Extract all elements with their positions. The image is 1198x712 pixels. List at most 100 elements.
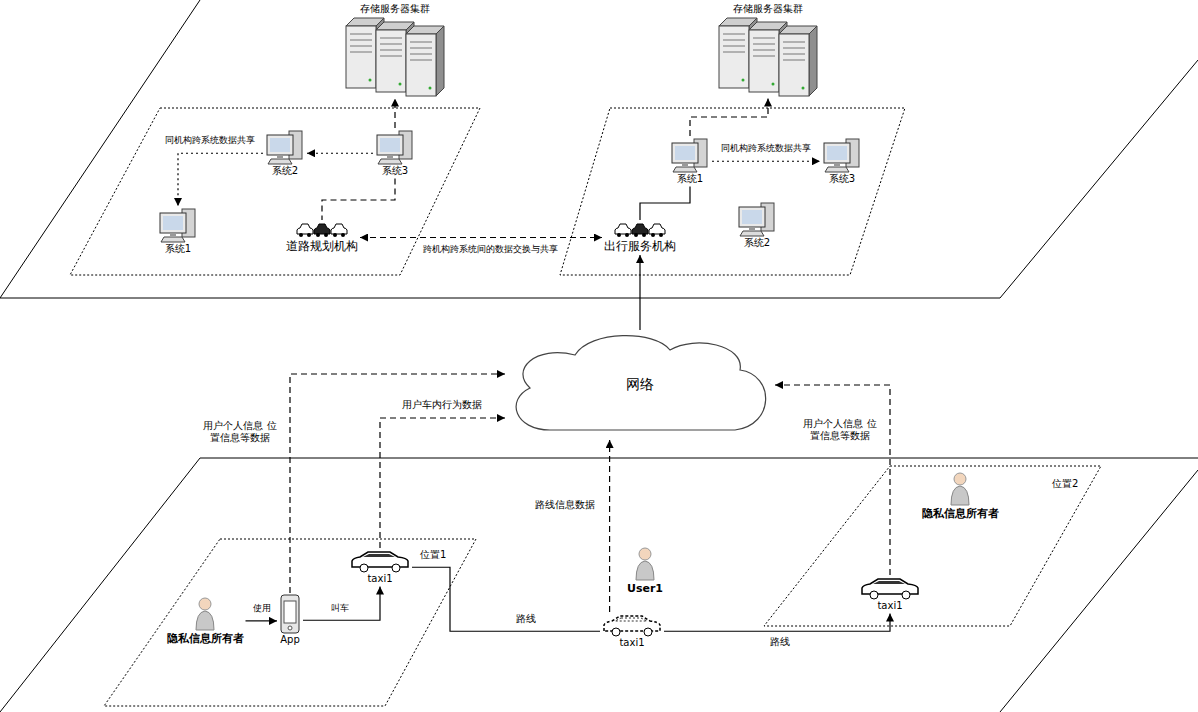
server-led [369,78,372,81]
person-node: User1 [625,545,665,597]
pc-stand [170,233,176,236]
taxi-wheel [612,628,620,636]
connector [640,187,690,221]
location-area: 位置1隐私信息所有者Apptaxi1 [100,535,480,710]
server-cluster: 存储服务器集群 [715,2,821,99]
connector [178,153,263,206]
taxi-node-icon [602,613,662,637]
computer-system: 系统2 [263,128,307,179]
person-head [639,548,651,560]
upper-plane [0,0,1198,298]
pc-stand [749,227,755,230]
pc-monitor [160,213,186,233]
pc-screen [827,146,847,160]
car-body [331,224,347,234]
person-node-icon [949,471,971,507]
pc-monitor [267,135,293,155]
node-label: taxi1 [877,600,902,613]
server-front [406,34,436,96]
pc-monitor [672,143,698,163]
node-label: 系统3 [829,173,855,186]
server-bay [723,33,745,34]
taxi-body [352,552,408,567]
pc-stand [277,155,283,158]
car-wheel [341,233,345,237]
server-bay [723,45,745,46]
node-label: 系统1 [677,173,703,186]
server-front [376,30,406,92]
pc-screen [675,146,695,160]
server-front [779,34,809,96]
car-wheel [307,233,311,237]
server-bay [380,49,402,50]
connector [394,99,395,129]
node-label: App [280,634,300,647]
server-bay [783,53,805,54]
node-label: 位置1 [420,549,446,562]
pc-keyboard [268,159,292,164]
car-body [632,224,648,234]
area-border [764,466,1101,626]
server-front [719,26,749,88]
server-bay [753,49,775,50]
connector [360,237,602,238]
pc-screen [380,138,400,152]
pc-screen [163,216,183,230]
lower-plane [0,458,1198,712]
location-area: 位置2隐私信息所有者taxi1 [760,462,1105,630]
edge-label: 路线信息数据 [534,499,596,512]
connector [609,440,610,612]
computer-system-icon [375,129,415,165]
taxi-node: taxi1 [600,612,664,651]
connector [307,153,373,154]
car-wheel [642,233,646,237]
node-label: 存储服务器集群 [733,3,803,16]
pc-keyboard [378,159,402,164]
node-label: 系统3 [382,165,408,178]
organization-node-icon [296,221,348,239]
edge-label: 同机构跨系统数据共享 [720,143,812,154]
organization-area [70,108,480,275]
network-cloud: 网络 [505,330,775,440]
node-label: 存储服务器集群 [360,3,430,16]
server-cluster-icon [717,16,819,98]
computer-system: 系统3 [373,128,417,179]
organization-node-icon [614,221,666,239]
connector [712,161,820,162]
node-label: 隐私信息所有者 [922,507,999,521]
connector [290,374,505,593]
edge-label: 路线 [515,613,537,626]
taxi-node: taxi1 [858,575,922,614]
taxi-window [873,581,905,584]
server-cluster: 存储服务器集群 [342,2,448,99]
pc-stand [834,163,840,166]
node-label: 系统2 [744,237,770,250]
area-border [104,539,476,706]
phone-app: App [277,593,303,648]
server-bay [350,51,372,52]
server-bay [380,43,402,44]
car-body [615,224,631,234]
server-bay [723,51,745,52]
taxi-window [615,618,647,621]
person-head [199,598,211,610]
taxi-node: taxi1 [348,548,412,587]
taxi-body [604,616,660,631]
pc-keyboard [673,167,697,172]
server-bay [410,41,432,42]
computer-system-icon [822,137,862,173]
car-wheel [659,233,663,237]
car-wheel [634,233,638,237]
server-bay [753,37,775,38]
edge-label: 用户车内行为数据 [401,399,483,412]
phone-app-icon [279,594,301,634]
node-label: 道路规划机构 [286,239,358,254]
taxi-body [862,579,918,594]
server-bay [783,47,805,48]
edge-label: 路线 [769,636,791,649]
node-label: 网络 [626,376,654,394]
server-led [399,82,402,85]
car-wheel [617,233,621,237]
computer-system: 系统1 [668,136,712,187]
